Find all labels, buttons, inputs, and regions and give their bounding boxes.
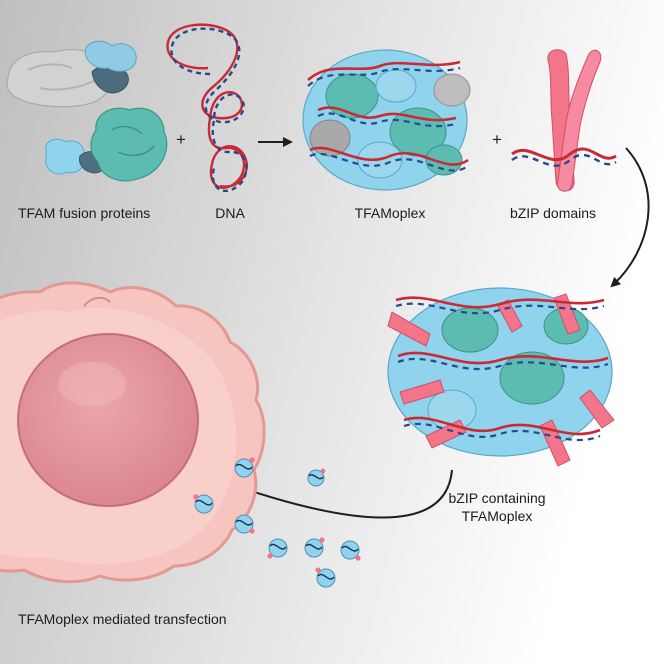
fusion-protein-grey [6,40,137,108]
bzip-domains-label: bZIP domains [509,205,597,221]
plus-sign-2: + [492,130,502,149]
transfection-label: TFAMoplex mediated transfection [18,611,227,627]
fusion-proteins-label: TFAM fusion proteins [18,205,151,221]
bzip-tfamoplex-label-line1: bZIP containing [448,490,546,506]
tfamoplex-cluster [302,49,471,191]
transfection-particles [193,457,361,588]
tfamoplex-label: TFAMoplex [354,205,426,221]
arrow-to-cell [243,469,453,519]
cell [0,281,266,584]
arrow-to-bzip-complex [610,147,650,288]
dna-plasmid [166,23,249,193]
bzip-tfamoplex-cluster [387,287,615,467]
bzip-domain [511,49,617,192]
cell-nucleus [17,333,199,507]
fusion-protein-teal [45,107,168,182]
bzip-tfamoplex-label-line2: TFAMoplex [461,508,533,524]
dna-label: DNA [215,205,245,221]
plus-sign-1: + [176,130,186,149]
